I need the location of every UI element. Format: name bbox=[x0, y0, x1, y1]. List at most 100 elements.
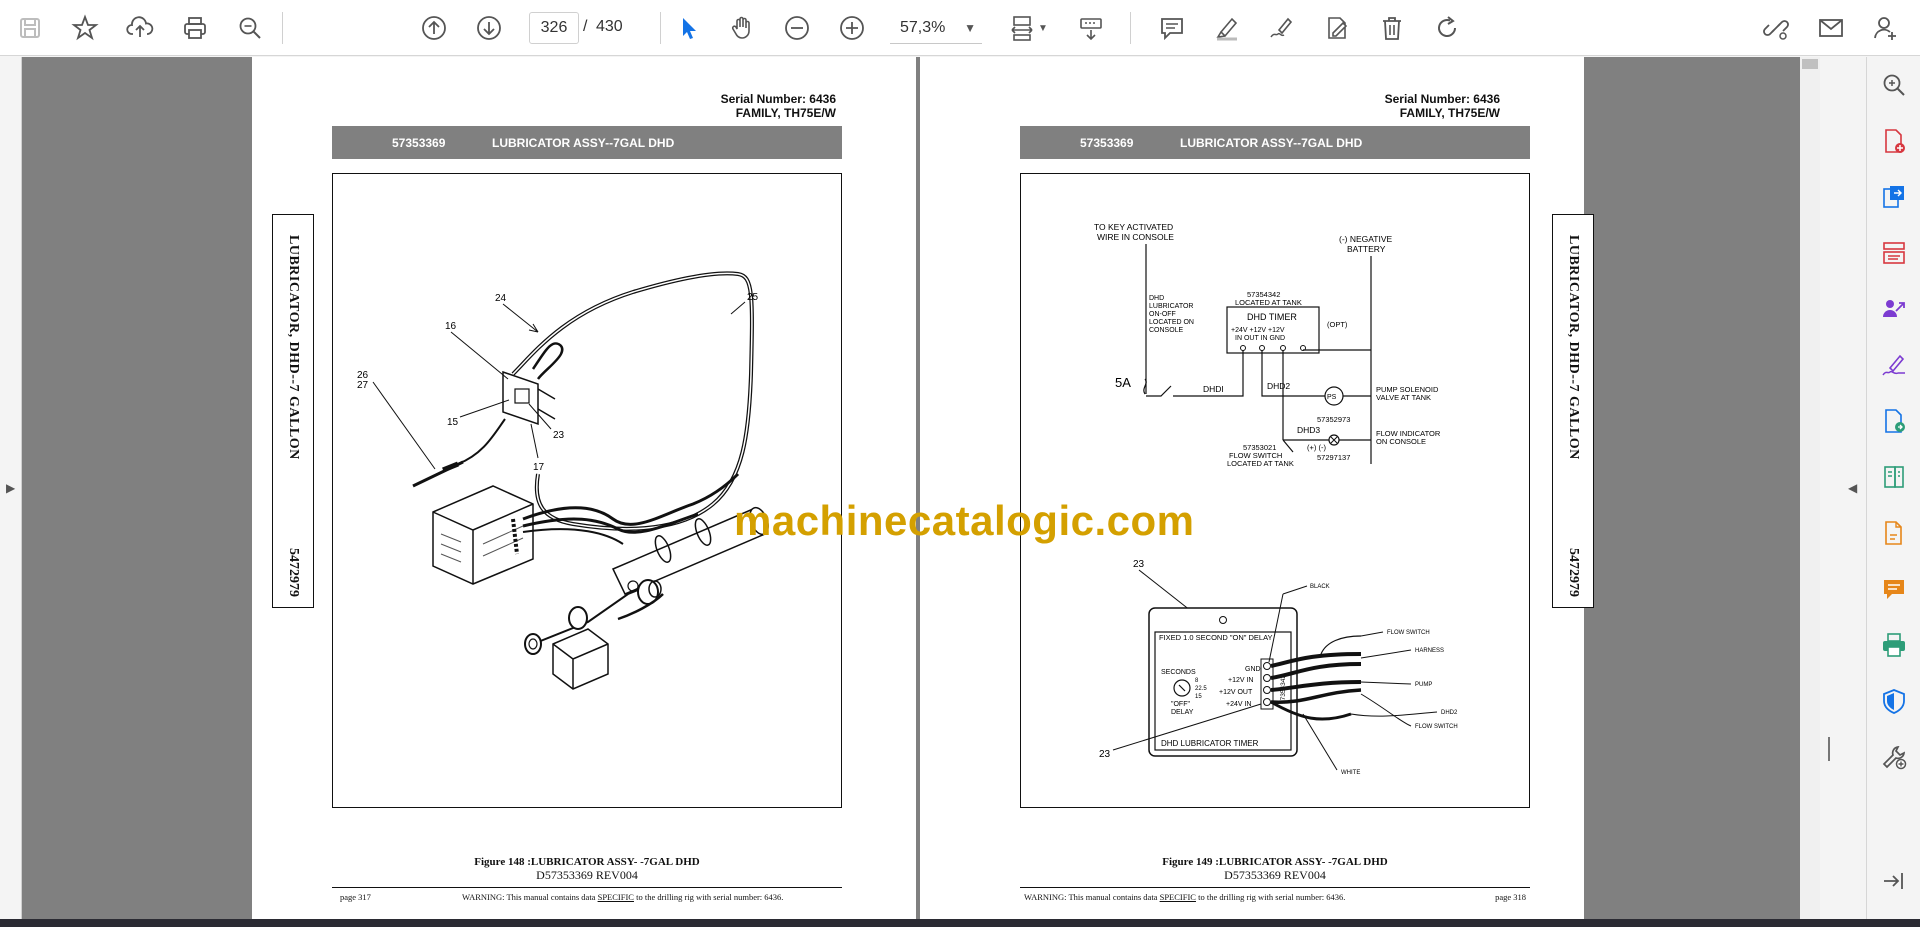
protect-shield-icon[interactable] bbox=[1878, 685, 1910, 717]
timer-part-number: 57354342 bbox=[1247, 290, 1280, 299]
upload-cloud-icon[interactable] bbox=[120, 8, 160, 48]
page-footer: page 317 WARNING: This manual contains d… bbox=[332, 887, 842, 903]
page-footer: WARNING: This manual contains data SPECI… bbox=[1020, 887, 1530, 903]
right-panel-toggle[interactable]: ◀ bbox=[1820, 57, 1866, 919]
page-number-input[interactable] bbox=[529, 12, 579, 44]
footer-warning: WARNING: This manual contains data SPECI… bbox=[462, 892, 784, 902]
scroll-mode-icon[interactable] bbox=[1071, 8, 1111, 48]
share-people-icon[interactable] bbox=[1878, 293, 1910, 325]
flow-switch-location: LOCATED AT TANK bbox=[1227, 459, 1294, 468]
zoom-level-value: 57,3% bbox=[900, 18, 946, 36]
timer-location: LOCATED AT TANK bbox=[1235, 298, 1302, 307]
compress-pdf-icon[interactable] bbox=[1878, 461, 1910, 493]
flow-indicator-label: FLOW INDICATOR bbox=[1376, 429, 1441, 438]
account-icon[interactable] bbox=[1866, 8, 1906, 48]
edit-text-icon[interactable] bbox=[1878, 517, 1910, 549]
dhd3-label: DHD3 bbox=[1297, 425, 1320, 435]
print-production-icon[interactable] bbox=[1878, 629, 1910, 661]
wire-pump: PUMP bbox=[1415, 682, 1432, 688]
page-total: 430 bbox=[596, 18, 623, 35]
seconds-label: SECONDS bbox=[1161, 669, 1196, 676]
rotate-icon[interactable] bbox=[1427, 8, 1467, 48]
print-icon[interactable] bbox=[175, 8, 215, 48]
pump-solenoid-label: PUMP SOLENOID bbox=[1376, 385, 1439, 394]
edit-pdf-icon[interactable] bbox=[1317, 8, 1357, 48]
pdf-page-right: Serial Number: 6436 FAMILY, TH75E/W 5735… bbox=[920, 57, 1594, 919]
scrollbar-thumb[interactable] bbox=[1802, 59, 1818, 69]
callout-17: 17 bbox=[533, 462, 545, 473]
optional-label: (OPT) bbox=[1327, 320, 1348, 329]
side-tab: LUBRICATOR, DHD--7 GALLON 5472979 bbox=[272, 214, 314, 608]
wire-white: WHITE bbox=[1341, 770, 1360, 776]
mail-icon[interactable] bbox=[1811, 8, 1851, 48]
ps-label: PS bbox=[1327, 394, 1337, 401]
callout-23: 23 bbox=[553, 430, 565, 441]
zoom-level-dropdown[interactable]: 57,3% ▼ bbox=[890, 12, 982, 44]
left-panel-toggle[interactable]: ▶ bbox=[0, 57, 22, 919]
figure-caption: Figure 149 :LUBRICATOR ASSY- -7GAL DHD bbox=[1162, 856, 1388, 868]
create-pdf-icon[interactable] bbox=[1878, 125, 1910, 157]
delete-icon[interactable] bbox=[1372, 8, 1412, 48]
chevron-down-icon: ▼ bbox=[1038, 22, 1048, 34]
timer-pins-1: +24V +12V +12V bbox=[1231, 327, 1285, 334]
terminal-24v-in: +24V IN bbox=[1226, 701, 1252, 708]
fit-page-icon[interactable]: ▼ bbox=[1002, 8, 1054, 48]
switch-label: DHD bbox=[1149, 295, 1164, 302]
part-title: LUBRICATOR ASSY--7GAL DHD bbox=[1180, 136, 1363, 150]
flow-switch-label: FLOW SWITCH bbox=[1229, 451, 1282, 460]
watermark-text: machinecatalogic.com bbox=[734, 497, 1195, 544]
wire-flow-switch-top: FLOW SWITCH bbox=[1387, 630, 1430, 636]
save-icon[interactable] bbox=[10, 8, 50, 48]
callout-23-bottom: 23 bbox=[1099, 749, 1111, 760]
export-convert-icon[interactable] bbox=[1878, 405, 1910, 437]
figure-doc-number: D57353369 REV004 bbox=[536, 868, 638, 882]
highlight-icon[interactable] bbox=[1207, 8, 1247, 48]
fill-sign-icon[interactable] bbox=[1878, 349, 1910, 381]
off-delay-label: "OFF" bbox=[1171, 701, 1190, 708]
off-delay-label-2: DELAY bbox=[1171, 709, 1194, 716]
dial-mark-22: 22.5 bbox=[1195, 686, 1207, 692]
fuse-label: 5A bbox=[1115, 375, 1131, 390]
terminal-gnd: GND bbox=[1245, 666, 1261, 673]
tools-wrench-icon[interactable] bbox=[1878, 741, 1910, 773]
next-page-icon[interactable] bbox=[469, 8, 509, 48]
page-separator: / bbox=[583, 18, 588, 35]
dial-mark-8: 8 bbox=[1195, 678, 1199, 684]
document-viewer[interactable]: Serial Number: 6436 FAMILY, TH75E/W 5735… bbox=[22, 57, 1820, 919]
family-label: FAMILY, TH75E/W bbox=[735, 106, 836, 120]
figure-exploded-view: 16 24 25 26 27 15 23 17 bbox=[332, 173, 842, 808]
timer-pins-2: IN OUT IN GND bbox=[1235, 335, 1285, 342]
side-tab-title: LUBRICATOR, DHD--7 GALLON bbox=[286, 235, 301, 460]
zoom-in-icon[interactable] bbox=[832, 8, 872, 48]
zoom-search-icon[interactable] bbox=[230, 8, 270, 48]
wire-black: BLACK bbox=[1310, 584, 1330, 590]
comment-bubble-icon[interactable] bbox=[1878, 573, 1910, 605]
collapse-panel-icon[interactable] bbox=[1878, 865, 1910, 897]
comment-icon[interactable] bbox=[1152, 8, 1192, 48]
prev-page-icon[interactable] bbox=[414, 8, 454, 48]
export-pdf-icon[interactable] bbox=[1878, 181, 1910, 213]
zoom-out-icon[interactable] bbox=[777, 8, 817, 48]
side-tab-number: 5472979 bbox=[286, 548, 301, 597]
schematic-key-wire: TO KEY ACTIVATED bbox=[1094, 222, 1173, 232]
hand-icon[interactable] bbox=[722, 8, 762, 48]
sign-icon[interactable] bbox=[1262, 8, 1302, 48]
chevron-left-icon: ◀ bbox=[1848, 481, 1858, 495]
panel-resize-handle[interactable] bbox=[1828, 737, 1830, 761]
switch-label-4: LOCATED ON bbox=[1149, 319, 1194, 326]
bookmark-star-icon[interactable] bbox=[65, 8, 105, 48]
vertical-scrollbar[interactable] bbox=[1800, 57, 1820, 919]
callout-24: 24 bbox=[495, 293, 507, 304]
organize-pages-icon[interactable] bbox=[1878, 237, 1910, 269]
page-label: page 318 bbox=[1495, 892, 1526, 902]
timer-name: DHD TIMER bbox=[1247, 312, 1297, 322]
dial-mark-15: 15 bbox=[1195, 694, 1202, 700]
pdf-page-left: Serial Number: 6436 FAMILY, TH75E/W 5735… bbox=[252, 57, 916, 919]
callout-25: 25 bbox=[747, 292, 759, 303]
figure-doc-number: D57353369 REV004 bbox=[1224, 868, 1326, 882]
chevron-right-icon: ▶ bbox=[6, 481, 16, 495]
zoom-search-icon[interactable] bbox=[1878, 69, 1910, 101]
select-arrow-icon[interactable] bbox=[668, 8, 708, 48]
share-link-icon[interactable] bbox=[1756, 8, 1796, 48]
footer-warning: WARNING: This manual contains data SPECI… bbox=[1024, 892, 1346, 902]
